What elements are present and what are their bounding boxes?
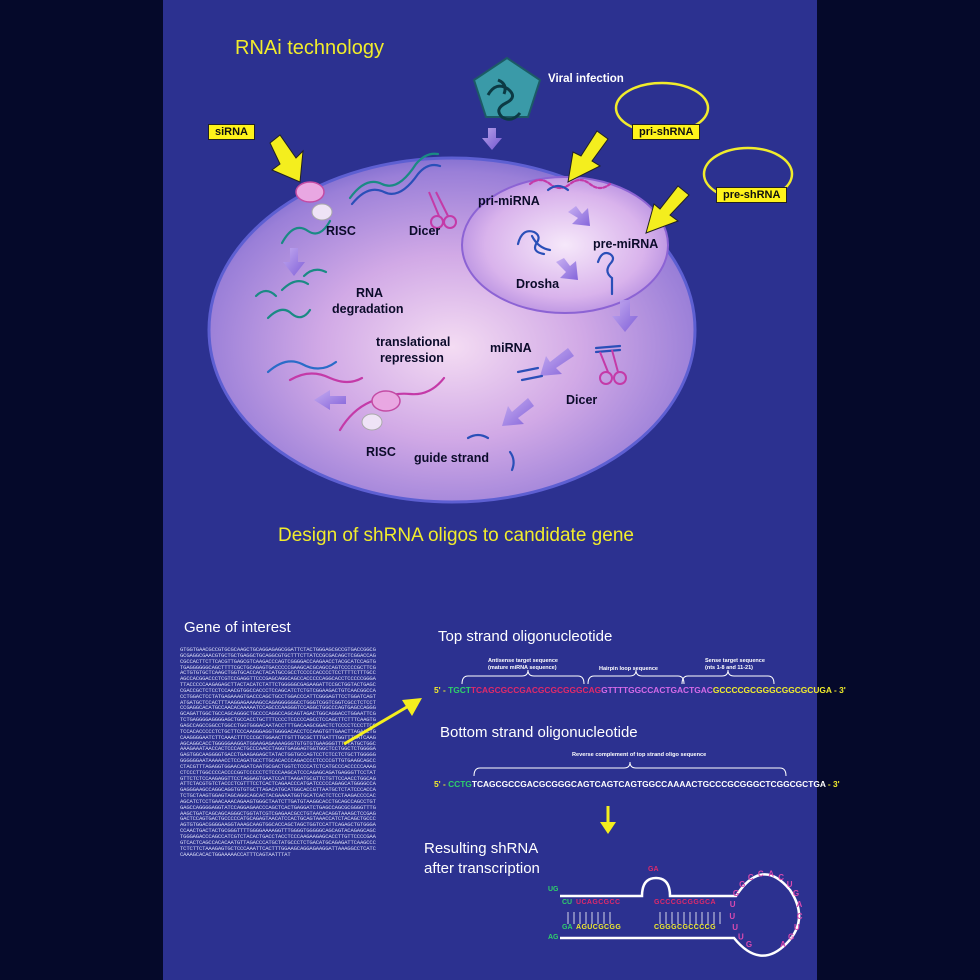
- scissors-icon-top: [428, 191, 457, 229]
- bottom-suffix: - 3': [827, 779, 840, 789]
- loop-letter: A: [780, 940, 786, 949]
- loop-letter: G: [733, 889, 739, 898]
- degradation-label: degradation: [332, 302, 404, 316]
- pri-shrna-label: pri-shRNA: [632, 124, 701, 140]
- risc-complex-bottom: [361, 390, 401, 431]
- pri-mirna-label: pri-miRNA: [478, 194, 540, 208]
- loop-letter: U: [794, 923, 800, 932]
- hairpin-loop-label: Hairpin loop sequence: [599, 666, 658, 672]
- yellow-arrows: [269, 130, 690, 234]
- rna-label: RNA: [356, 286, 384, 300]
- down-arrow: [600, 806, 616, 834]
- bottom-strand-bracket: [473, 761, 787, 777]
- top-strand-brackets: [461, 669, 775, 685]
- mirna-label: miRNA: [490, 341, 532, 355]
- sense-label-1: Sense target sequence: [705, 658, 765, 664]
- hairpin-ag: AG: [548, 934, 559, 941]
- hairpin-bottom-left: AGUCGCGG: [576, 924, 622, 931]
- loop-letter: C: [797, 912, 803, 921]
- loop-letter: U: [787, 880, 793, 889]
- risc-label-bottom: RISC: [366, 445, 396, 459]
- pre-mirna-label: pre-miRNA: [593, 237, 659, 251]
- hairpin-ga: GA: [562, 924, 573, 931]
- loop-letter: G: [788, 933, 794, 942]
- bottom-prefix: 5' -: [434, 779, 446, 789]
- bottom-strand-sequence: 5' - CCTGTCAGCGCCGACGCGGGCAGTCAGTCAGTGGC…: [434, 779, 840, 789]
- antisense-label-2: (mature miRNA sequence): [488, 665, 557, 671]
- loop-letter: G: [739, 880, 745, 889]
- top-sense: GCCCCGCGGGCGGCGCUGA: [712, 685, 832, 695]
- loop-letter: A: [797, 900, 803, 909]
- rnai-pathway-diagram: [207, 56, 794, 504]
- drosha-label: Drosha: [516, 277, 560, 291]
- pre-shrna-label: pre-shRNA: [716, 187, 788, 203]
- loop-letter: A: [768, 870, 774, 879]
- sense-label-2: (nts 1-8 and 11-21): [705, 665, 753, 671]
- repression-label: repression: [380, 351, 444, 365]
- gene-of-interest-heading: Gene of interest: [184, 619, 291, 636]
- hairpin-ug: UG: [548, 886, 559, 893]
- scissors-icon-bottom: [599, 349, 627, 385]
- translational-label: translational: [376, 335, 451, 349]
- guide-strand-label: guide strand: [414, 451, 490, 465]
- nucleus: [461, 176, 669, 314]
- virus-icon: [472, 56, 542, 121]
- top-overhang: TGCT: [448, 685, 471, 695]
- rna-strands: [254, 152, 622, 472]
- hairpin-bottom-right: CGGGCGCCCCG: [654, 924, 716, 931]
- sirna-label: siRNA: [208, 124, 256, 140]
- top-prefix: 5' -: [434, 685, 446, 695]
- hairpin-bulge: GA: [648, 866, 659, 873]
- rnai-title: RNAi technology: [235, 37, 384, 59]
- viral-infection-label: Viral infection: [548, 73, 624, 85]
- bottom-overhang: CCTG: [448, 779, 472, 789]
- loop-letter: U: [729, 912, 735, 921]
- bottom-strand-heading: Bottom strand oligonucleotide: [440, 724, 638, 741]
- top-antisense: TCAGCGCCGACGCGCGGGCAG: [470, 685, 602, 695]
- hairpin-top-left: UCAGCGCC: [576, 899, 621, 906]
- resulting-shrna-heading-1: Resulting shRNA: [424, 840, 539, 857]
- loop-letter: C: [748, 873, 754, 882]
- hairpin-top-right: GCCCGCGGGCA: [654, 899, 716, 906]
- resulting-shrna-heading-2: after transcription: [424, 860, 540, 877]
- top-strand-heading: Top strand oligonucleotide: [438, 628, 613, 645]
- loop-letter: G: [793, 889, 799, 898]
- dicer-label-bottom: Dicer: [566, 393, 598, 407]
- arrow-to-oligo: [343, 698, 422, 746]
- loop-letter: U: [732, 923, 738, 932]
- loop-letter: U: [738, 933, 744, 942]
- top-suffix: - 3': [833, 685, 846, 695]
- top-strand-sequence: 5' - TGCTTCAGCGCCGACGCGCGGGCAGGTTTTGGCCA…: [434, 685, 846, 695]
- reverse-complement-label: Reverse complement of top strand oligo s…: [572, 752, 707, 758]
- antisense-label-1: Antisense target sequence: [488, 658, 558, 664]
- design-title: Design of shRNA oligos to candidate gene: [278, 525, 634, 546]
- risc-label-top: RISC: [326, 224, 356, 238]
- loop-letter: C: [778, 873, 784, 882]
- loop-letter: C: [758, 870, 764, 879]
- purple-arrows: [283, 128, 638, 426]
- loop-letter: U: [730, 900, 736, 909]
- top-loop: GTTTTGGCCACTGACTGAC: [601, 685, 713, 695]
- bottom-body: TCAGCGCCGACGCGGGCAGTCAGTCAGTGGCCAAAACTGC…: [471, 779, 826, 789]
- dicer-label-top: Dicer: [409, 224, 441, 238]
- loop-letter: G: [746, 940, 752, 949]
- gene-sequence-text: GTGGTGAACGCCGTGCGCAAGCTGCAGGAGAGCGGATTCT…: [180, 647, 376, 858]
- risc-complex-top: [295, 181, 333, 221]
- hairpin-cu: CU: [562, 899, 573, 906]
